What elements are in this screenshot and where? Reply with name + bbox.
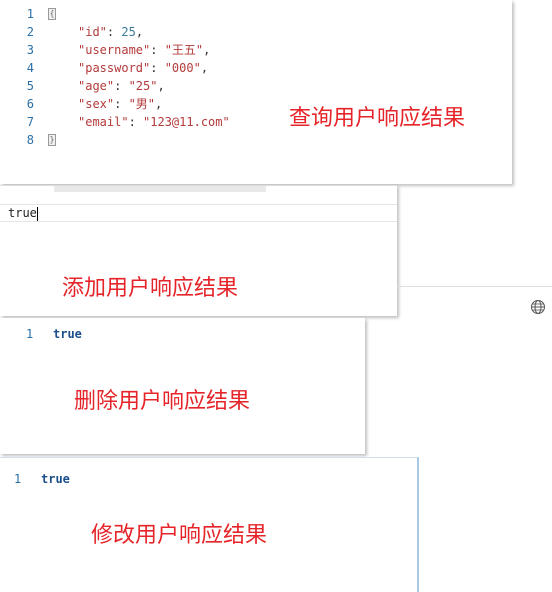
update-caption: 修改用户响应结果 — [91, 523, 268, 548]
line-number: 8 — [26, 133, 34, 147]
response-text: true — [41, 472, 70, 486]
json-line-email: "email": "123@11.com" — [78, 115, 230, 129]
json-key: "age" — [78, 79, 115, 93]
response-text: true — [8, 206, 37, 220]
json-key: "sex" — [78, 97, 115, 111]
line-number: 1 — [14, 472, 22, 486]
json-key: "password" — [78, 61, 151, 75]
json-value: "男" — [128, 97, 156, 111]
delete-caption: 删除用户响应结果 — [74, 389, 251, 414]
json-value: "王五" — [164, 43, 204, 57]
query-caption: 查询用户响应结果 — [289, 106, 466, 131]
line-number: 1 — [26, 7, 34, 21]
json-value: "000" — [164, 61, 201, 75]
json-value: "123@11.com" — [143, 115, 230, 129]
text-cursor — [36, 206, 38, 221]
line-number: 6 — [26, 97, 34, 111]
background-divider — [397, 286, 552, 287]
json-line-id: "id": 25, — [78, 25, 144, 39]
close-brace-marker: } — [48, 134, 56, 146]
json-value: 25 — [121, 25, 136, 39]
globe-icon[interactable] — [530, 299, 546, 315]
response-text: true — [53, 327, 82, 341]
response-text-area[interactable]: true — [8, 206, 38, 221]
divider — [0, 221, 397, 222]
tab-bar-stub — [54, 186, 266, 192]
json-line-age: "age": "25", — [78, 79, 165, 93]
divider — [0, 204, 397, 205]
line-number: 3 — [26, 43, 34, 57]
json-value: "25" — [128, 79, 158, 93]
line-number: 7 — [26, 115, 34, 129]
add-caption: 添加用户响应结果 — [62, 276, 239, 301]
open-brace-fold-toggle[interactable]: { — [48, 8, 56, 20]
add-response-panel: true 添加用户响应结果 — [0, 185, 397, 316]
line-number: 4 — [26, 61, 34, 75]
line-number: 2 — [26, 25, 34, 39]
update-response-panel: 1 true 修改用户响应结果 — [0, 457, 419, 592]
json-line-sex: "sex": "男", — [78, 97, 163, 111]
json-key: "email" — [78, 115, 129, 129]
json-key: "id" — [78, 25, 107, 39]
json-line-username: "username": "王五", — [78, 43, 211, 57]
query-response-panel: 1 2 3 4 5 6 7 8 { "id": 25, "username": … — [0, 0, 512, 184]
line-number: 1 — [26, 327, 34, 341]
json-key: "username" — [78, 43, 151, 57]
json-line-password: "password": "000", — [78, 61, 209, 75]
delete-response-panel: 1 true 删除用户响应结果 — [0, 318, 365, 454]
line-number: 5 — [26, 79, 34, 93]
